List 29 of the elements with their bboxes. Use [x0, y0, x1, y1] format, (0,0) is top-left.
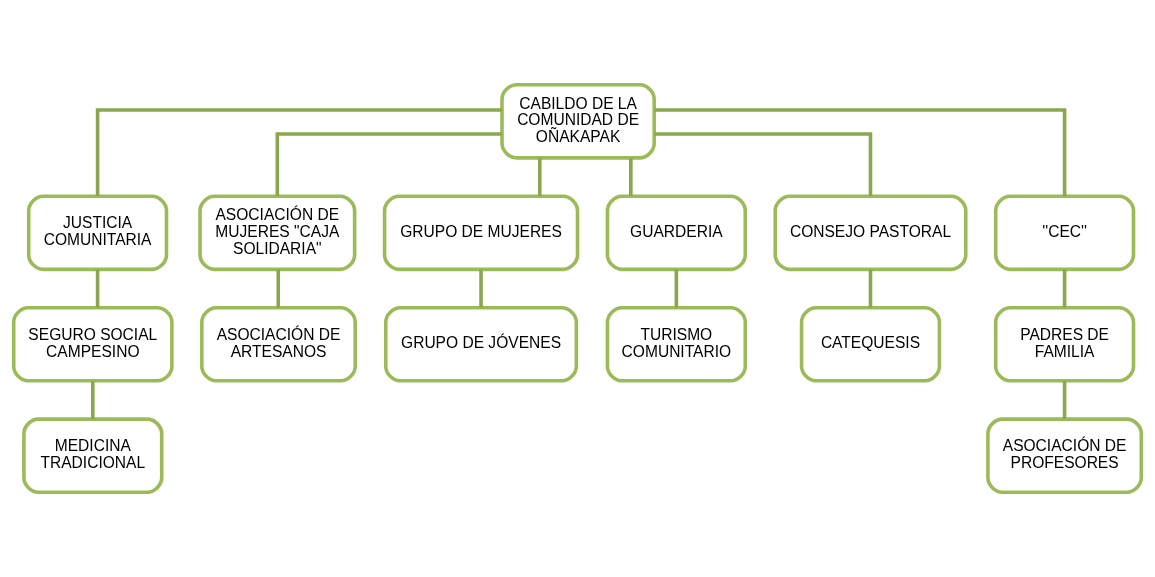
connector	[654, 108, 1067, 196]
connector	[479, 269, 483, 308]
connector	[1062, 381, 1067, 419]
node-box: PADRES DE FAMILIA	[993, 305, 1136, 383]
node-box: CONSEJO PASTORAL	[773, 194, 968, 272]
connector	[654, 132, 873, 196]
connector	[276, 269, 281, 308]
connector	[629, 158, 633, 196]
node-box: GRUPO DE MUJERES	[382, 194, 580, 272]
node-box: ''CEC''	[993, 194, 1136, 272]
connector	[95, 269, 100, 308]
connector	[1062, 269, 1067, 308]
node-box: ASOCIACIÓN DE ARTESANOS	[200, 305, 357, 383]
connector	[537, 158, 542, 196]
node-box: SEGURO SOCIAL CAMPESINO	[11, 305, 174, 383]
node-box: JUSTICIA COMUNITARIA	[26, 194, 169, 272]
node-box: ASOCIACIÓN DE MUJERES "CAJA SOLIDARIA"	[198, 194, 357, 272]
connector	[275, 132, 502, 196]
connector	[91, 381, 95, 419]
node-box: CABILDO DE LA COMUNIDAD DE OÑAKAPAK	[500, 83, 656, 160]
connector	[674, 269, 679, 308]
node-box: TURISMO COMUNITARIO	[605, 305, 748, 383]
node-box: GRUPO DE JÓVENES	[384, 305, 579, 383]
connector	[868, 269, 873, 308]
node-box: MEDICINA TRADICIONAL	[22, 417, 164, 494]
node-box: GUARDERIA	[605, 194, 748, 272]
node-box: ASOCIACIÓN DE PROFESORES	[986, 417, 1144, 494]
node-box: CATEQUESIS	[799, 305, 942, 383]
connector	[95, 108, 502, 196]
